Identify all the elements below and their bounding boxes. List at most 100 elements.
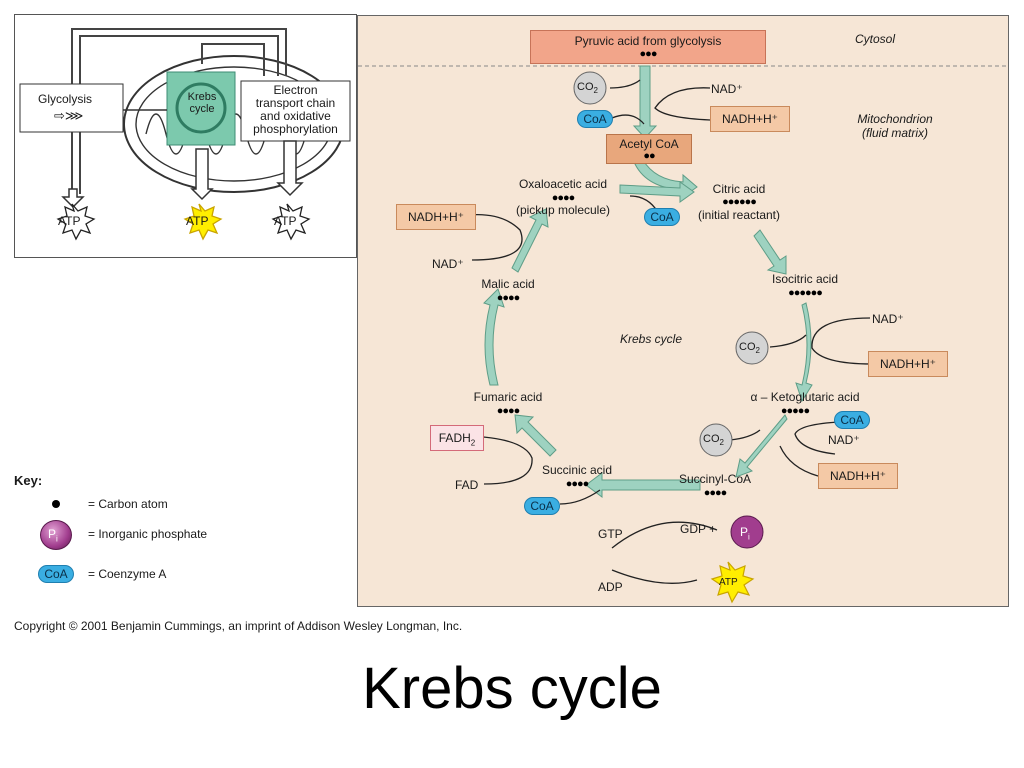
succinyl-label: Succinyl-CoA	[678, 472, 752, 486]
krebs-circle-icon	[175, 82, 227, 134]
arrow-co2-right	[769, 334, 807, 348]
glycolysis-label: Glycolysis	[38, 92, 93, 106]
nad-top: NAD⁺	[711, 82, 743, 96]
fad-label: FAD	[455, 478, 479, 492]
arrow-malic-oxalo	[511, 208, 549, 273]
arrow-succinyl-succinic	[585, 472, 701, 498]
coa-key-icon: CoA	[38, 565, 74, 583]
pyruvic-box: Pyruvic acid from glycolysis	[530, 30, 766, 64]
overview-down-arrows	[61, 140, 304, 209]
nadh-right: NADH+H⁺	[868, 351, 948, 377]
arrow-co2-keto	[729, 429, 761, 441]
oxaloacetic-label: Oxaloacetic acid	[518, 177, 608, 191]
adp-label: ADP	[598, 580, 623, 594]
pi-label: Pi	[740, 525, 750, 542]
acetyl-carbons: ●●	[643, 150, 655, 162]
atp-star-3	[271, 203, 311, 241]
ketoglutaric-label: α – Ketoglutaric acid	[750, 390, 860, 404]
arrow-fumaric-malic	[483, 288, 505, 386]
oxaloacetic-sub: (pickup molecule)	[515, 203, 611, 217]
atp-overview-1: ATP	[58, 214, 81, 228]
arrow-coa-keto	[794, 421, 841, 455]
acetyl-label: Acetyl CoA	[619, 137, 679, 151]
arrow-nadh-left	[459, 213, 523, 261]
malic-carbons: ●●●●	[496, 292, 521, 304]
cytosol-label: Cytosol	[855, 32, 896, 46]
fumaric-carbons: ●●●●	[496, 405, 521, 417]
isocitric-carbons: ●●●●●●	[788, 287, 823, 299]
arrow-nad-right	[811, 317, 873, 365]
overview-graphic	[19, 28, 351, 241]
carbon-dot-icon	[52, 500, 60, 508]
citric-sub: (initial reactant)	[697, 208, 781, 222]
atp-overview-2: ATP	[186, 214, 209, 228]
atp-cycle-label: ATP	[719, 577, 738, 588]
arrow-isocitric-keto	[795, 302, 813, 403]
gdp-label: GDP +	[680, 522, 717, 536]
slide-title: Krebs cycle	[362, 656, 662, 721]
coa-bottom: CoA	[524, 497, 560, 515]
oxaloacetic-carbons: ●●●●	[551, 192, 576, 204]
mitochondrion-label: Mitochondrion(fluid matrix)	[857, 112, 933, 140]
arrow-adp	[611, 569, 698, 584]
succinic-label: Succinic acid	[541, 463, 613, 477]
key-coa: = Coenzyme A	[88, 567, 167, 581]
nad-keto: NAD⁺	[828, 433, 860, 447]
succinic-carbons: ●●●●	[565, 478, 590, 490]
key-phosphate: = Inorganic phosphate	[88, 527, 208, 541]
arrow-keto-succinyl	[735, 414, 788, 478]
phosphate-icon	[40, 520, 72, 550]
glycolysis-arrow-icon: ⇨⋙	[54, 108, 84, 123]
arrow-coa-bottom	[559, 489, 601, 505]
pyruvic-label: Pyruvic acid from glycolysis	[574, 34, 722, 48]
co2-spheres	[573, 71, 769, 457]
fumaric-label: Fumaric acid	[473, 390, 543, 404]
arrow-nadh-keto	[779, 445, 819, 477]
etc-box	[240, 80, 351, 142]
co2-label-top: CO2	[577, 81, 598, 96]
copyright: Copyright © 2001 Benjamin Cummings, an i…	[14, 619, 463, 633]
isocitric-label: Isocitric acid	[771, 272, 839, 286]
side-arrows	[459, 79, 873, 584]
atp-star-cycle	[710, 561, 755, 604]
arrow-nad-top	[654, 87, 711, 121]
cycle-arrows	[483, 65, 813, 498]
atp-overview-3: ATP	[274, 214, 297, 228]
coa-top: CoA	[577, 110, 613, 128]
co2-label-right: CO2	[739, 341, 760, 356]
key-carbon: = Carbon atom	[88, 497, 168, 511]
nadh-keto: NADH+H⁺	[818, 463, 898, 489]
arrow-pyruvic-acetyl	[632, 65, 658, 139]
nad-right: NAD⁺	[872, 312, 904, 326]
nadh-top: NADH+H⁺	[710, 106, 790, 132]
atp-star-2	[183, 203, 223, 241]
arrow-fad	[467, 435, 533, 485]
coa-citric: CoA	[644, 208, 680, 226]
atp-star-1	[56, 203, 96, 241]
matrix-panel	[357, 15, 1009, 607]
arrow-oxalo-citric	[619, 181, 695, 203]
malic-label: Malic acid	[481, 277, 535, 291]
gtp-label: GTP	[598, 527, 623, 541]
coa-keto: CoA	[834, 411, 870, 429]
pi-sphere	[730, 515, 764, 549]
arrow-citric-isocitric	[753, 229, 787, 275]
fadh2-box: FADH2	[430, 425, 484, 451]
nadh-left: NADH+H⁺	[396, 204, 476, 230]
pyruvic-carbons: ●●●	[639, 48, 658, 60]
glycolysis-box	[19, 83, 124, 133]
succinyl-carbons: ●●●●	[703, 487, 728, 499]
ketoglutaric-carbons: ●●●●●	[780, 405, 810, 417]
krebs-cycle-label: Krebs cycle	[620, 332, 683, 346]
co2-label-keto: CO2	[703, 433, 724, 448]
citric-label: Citric acid	[712, 182, 766, 196]
citric-carbons: ●●●●●●	[722, 196, 757, 208]
arrow-gtp	[611, 521, 718, 549]
phosphate-icon-label: Pi	[48, 527, 58, 544]
arrow-coa-top	[611, 114, 645, 125]
arrow-co2-pyruvic	[609, 79, 641, 89]
nad-left: NAD⁺	[432, 257, 464, 271]
